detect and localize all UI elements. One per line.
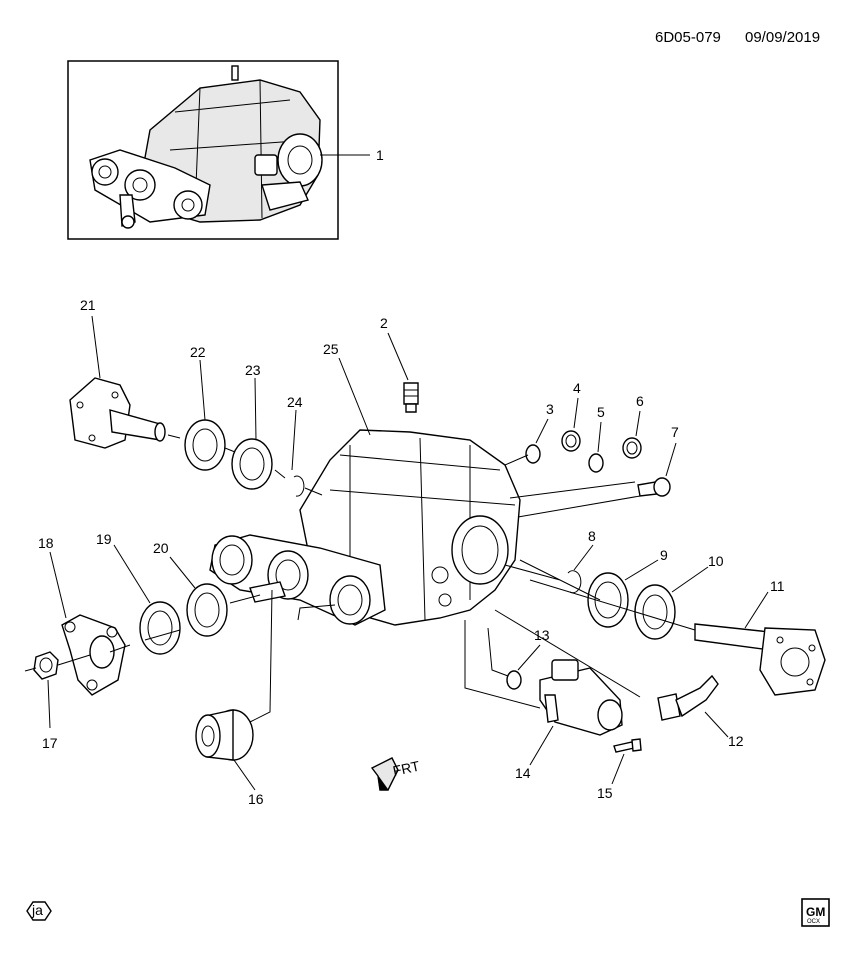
callout-15: 15 [597, 785, 613, 801]
callout-1: 1 [376, 147, 384, 163]
callout-24: 24 [287, 394, 303, 410]
part-20-seal [169, 556, 228, 637]
part-15-bolt [611, 738, 642, 785]
callout-10: 10 [708, 553, 724, 569]
language-badge: ja [26, 901, 52, 921]
callout-23: 23 [245, 362, 261, 378]
part-2-vent [387, 332, 419, 413]
part-12-connector [657, 674, 729, 738]
callout-8: 8 [588, 528, 596, 544]
part-11-shaft [694, 591, 826, 696]
part-10-seal [634, 566, 709, 640]
part-6-plug [622, 410, 642, 459]
callout-18: 18 [38, 535, 54, 551]
part-14-actuator [529, 659, 623, 766]
callout-14: 14 [515, 765, 531, 781]
callout-12: 12 [728, 733, 744, 749]
language-badge-text: ja [31, 902, 43, 918]
inset-assembly [67, 60, 370, 240]
callout-5: 5 [597, 404, 605, 420]
diagram-date: 09/09/2019 [745, 29, 820, 46]
gm-logo: GM OCX [801, 898, 830, 927]
callout-16: 16 [248, 791, 264, 807]
callout-7: 7 [671, 424, 679, 440]
callout-20: 20 [153, 540, 169, 556]
part-23-seal [231, 377, 273, 490]
gm-logo-subtext: OCX [807, 919, 820, 925]
part-19-seal [113, 544, 181, 655]
assembly-drawing [89, 65, 323, 229]
callout-21: 21 [80, 297, 96, 313]
part-18-flange [49, 551, 126, 696]
callout-4: 4 [573, 380, 581, 396]
callout-13: 13 [534, 627, 550, 643]
part-8-snap-ring [567, 544, 594, 594]
part-21-flange-shaft [69, 315, 181, 449]
callout-22: 22 [190, 344, 206, 360]
callout-19: 19 [96, 531, 112, 547]
part-16-bushing [195, 709, 256, 791]
front-direction-arrow: FRT [370, 757, 421, 791]
part-9-seal [587, 559, 659, 628]
callout-3: 3 [546, 401, 554, 417]
front-label: FRT [391, 758, 421, 779]
callout-11: 11 [770, 578, 785, 594]
callout-2: 2 [380, 315, 388, 331]
part-4-plug [561, 397, 581, 452]
part-5-seal [588, 421, 604, 473]
part-13-o-ring [506, 644, 541, 690]
part-24-snap-ring [291, 409, 305, 497]
part-3-seal [525, 418, 549, 464]
callout-17: 17 [42, 735, 58, 751]
callout-25: 25 [323, 341, 339, 357]
callout-6: 6 [636, 393, 644, 409]
part-22-seal [184, 359, 226, 471]
part-7-bolt [637, 442, 677, 497]
part-17-nut [24, 651, 59, 729]
housing [209, 429, 521, 626]
gm-logo-text: GM [806, 905, 825, 919]
diagram-reference: 6D05-079 [655, 29, 721, 46]
callout-9: 9 [660, 547, 668, 563]
